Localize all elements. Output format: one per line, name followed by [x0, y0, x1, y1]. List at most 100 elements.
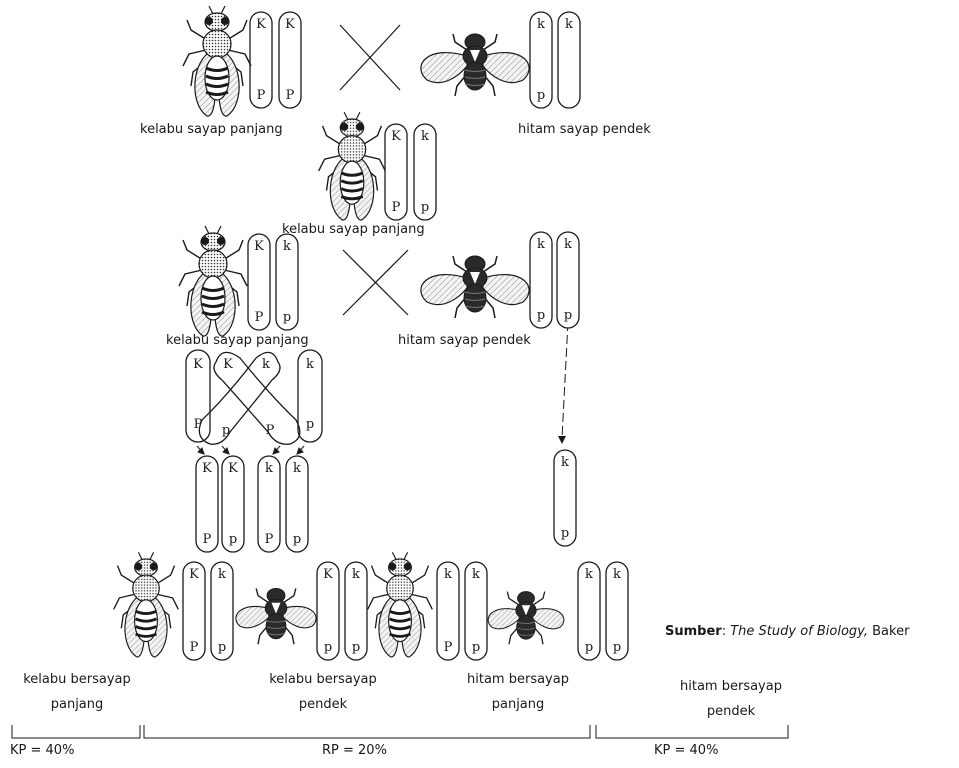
- percent-left: KP = 40%: [10, 743, 74, 758]
- allele-top-label: k: [352, 567, 360, 582]
- percent-brackets: [12, 725, 788, 738]
- allele-top-label: k: [218, 567, 226, 582]
- crossover-bottom-label: p: [306, 417, 314, 432]
- allele-top-label: k: [564, 237, 572, 252]
- allele-bottom-label: p: [613, 640, 621, 655]
- allele-top-label: k: [537, 237, 545, 252]
- crossover-top-label: k: [262, 357, 270, 372]
- allele-top-label: K: [254, 239, 264, 254]
- allele-bottom-label: P: [444, 640, 453, 655]
- chromosome-o2-2: kp: [345, 562, 367, 660]
- allele-bottom-label: p: [293, 532, 301, 547]
- fly-offspring-black-long: [368, 552, 433, 657]
- allele-bottom-label: p: [564, 308, 572, 323]
- f1-label: kelabu sayap panjang: [282, 222, 425, 237]
- fly-leg: [362, 126, 382, 146]
- chromosome-gamete-3: kP: [258, 456, 280, 552]
- allele-top-label: k: [537, 17, 545, 32]
- fly-wing-left: [421, 275, 467, 305]
- fly-wing-left: [421, 53, 467, 83]
- chromosome-o4-2: kp: [606, 562, 628, 660]
- fly-parent1-gray-long: [183, 6, 251, 116]
- allele-bottom-label: P: [255, 310, 264, 325]
- allele-bottom-label: P: [286, 88, 295, 103]
- allele-bottom-label: p: [585, 640, 593, 655]
- fly-wing-right: [483, 275, 529, 305]
- crossover-bottom-label: P: [266, 423, 275, 438]
- allele-bottom-label: p: [229, 532, 237, 547]
- fly-parent1-black-short: [421, 34, 529, 96]
- fly-thorax: [387, 575, 414, 602]
- allele-bottom-label: P: [190, 640, 199, 655]
- fly-parent2-black-short: [421, 256, 529, 318]
- fly-leg: [118, 566, 137, 585]
- crossover-top-label: k: [306, 357, 314, 372]
- chromosome-o3-2: kp: [465, 562, 487, 660]
- allele-top-label: K: [228, 461, 238, 476]
- fly-eye: [221, 17, 229, 25]
- chromosome-o4-1: kp: [578, 562, 600, 660]
- fly-eye: [389, 563, 397, 571]
- crossover-chromatids: [186, 350, 322, 444]
- allele-top-label: K: [256, 17, 266, 32]
- crossover-top-label: K: [193, 357, 203, 372]
- fly-eye: [340, 123, 348, 131]
- parent2-left-label: kelabu sayap panjang: [166, 333, 309, 348]
- source-prefix: Sumber: [665, 624, 722, 639]
- fly-leg: [156, 566, 175, 585]
- fly-thorax: [199, 250, 227, 278]
- chromosome-p1-right-2: k: [558, 12, 580, 108]
- chromosome-p2-right-1: kp: [530, 232, 552, 328]
- allele-bottom-label: p: [537, 88, 545, 103]
- fly-layer: [114, 6, 564, 657]
- offspring-label-2: kelabu bersayap pendek: [258, 667, 388, 717]
- chromosome-o2-1: Kp: [317, 562, 339, 660]
- source-author: Baker: [868, 624, 909, 639]
- fly-eye: [356, 123, 364, 131]
- fly-offspring-gray-long: [114, 552, 179, 657]
- parent1-right-label: hitam sayap pendek: [518, 122, 651, 137]
- fly-eye: [150, 563, 158, 571]
- fly-leg: [227, 20, 247, 40]
- percent-right: KP = 40%: [654, 743, 718, 758]
- allele-bottom-label: P: [392, 200, 401, 215]
- fly-offspring-gray-short: [236, 588, 316, 644]
- source-title: The Study of Biology,: [730, 624, 868, 639]
- crossover-bottom-label: P: [194, 417, 203, 432]
- percent-middle: RP = 20%: [322, 743, 387, 758]
- fly-eye: [135, 563, 143, 571]
- chromosome-f1-2: kp: [414, 124, 436, 220]
- chromosome-p1-left-2: KP: [279, 12, 301, 108]
- allele-top-label: k: [283, 239, 291, 254]
- fly-parent2-gray-long: [179, 226, 247, 336]
- chromosome-o3-1: kP: [437, 562, 459, 660]
- fly-leg: [223, 240, 243, 260]
- chromosome-p1-left-1: KP: [250, 12, 272, 108]
- allele-top-label: k: [293, 461, 301, 476]
- allele-bottom-label: p: [283, 310, 291, 325]
- chromosome-gamete-2: Kp: [222, 456, 244, 552]
- allele-top-label: k: [265, 461, 273, 476]
- allele-top-label: k: [585, 567, 593, 582]
- allele-top-label: k: [561, 455, 569, 470]
- fly-eye: [404, 563, 412, 571]
- dashed-arrow: [558, 322, 568, 444]
- chromosome-gamete-right: kp: [554, 450, 576, 546]
- allele-top-label: k: [421, 129, 429, 144]
- chromosome-f1-1: KP: [385, 124, 407, 220]
- parent2-right-label: hitam sayap pendek: [398, 333, 531, 348]
- allele-bottom-label: P: [265, 532, 274, 547]
- allele-top-label: K: [391, 129, 401, 144]
- fly-leg: [410, 566, 429, 585]
- offspring-label-1: kelabu bersayap panjang: [18, 667, 136, 717]
- fly-eye: [201, 237, 209, 245]
- allele-bottom-label: P: [257, 88, 266, 103]
- offspring-label-3: hitam bersayap panjang: [456, 667, 580, 717]
- crossover-bottom-label: p: [222, 423, 230, 438]
- chromosome-gamete-1: KP: [196, 456, 218, 552]
- fly-eye: [217, 237, 225, 245]
- allele-bottom-label: p: [537, 308, 545, 323]
- allele-bottom-label: p: [561, 526, 569, 541]
